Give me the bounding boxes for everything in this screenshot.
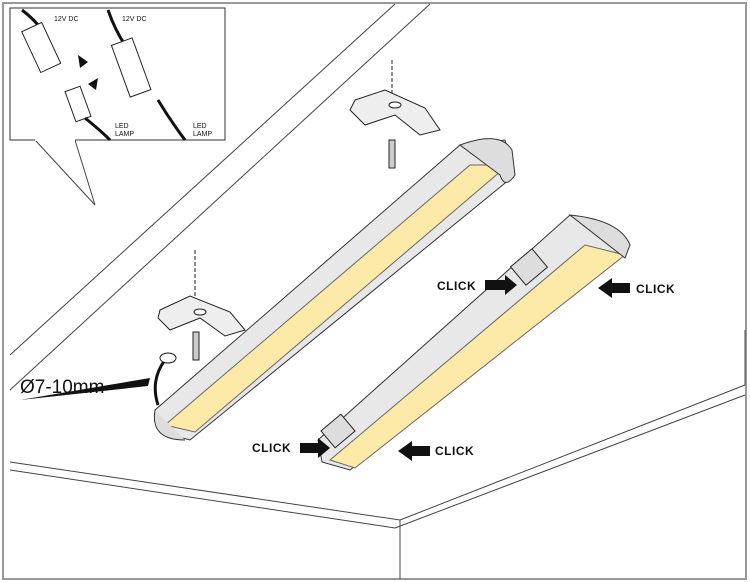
arrow-icon <box>485 275 517 295</box>
arrow-icon <box>398 441 430 461</box>
arrow-icon <box>598 278 630 298</box>
screw-icon <box>388 139 396 169</box>
cable-diameter-label: Ø7-10mm <box>20 377 104 398</box>
arrow-icon <box>300 438 330 458</box>
label-led-right-2: LAMP <box>193 131 212 138</box>
click-label-top-right: CLICK <box>636 282 675 296</box>
end-clip-top <box>509 248 549 286</box>
power-cable <box>153 359 167 406</box>
click-annotations: CLICK CLICK CLICK CLICK <box>252 275 675 461</box>
label-12v-dc-left: 12V DC <box>54 16 79 23</box>
end-clip-bottom <box>320 413 356 449</box>
label-led-left-1: LED <box>115 123 129 130</box>
ceiling-lines <box>9 3 746 579</box>
mounting-clip-left <box>157 250 246 361</box>
click-label-top-left: CLICK <box>437 279 476 293</box>
lamp-connector-icon <box>64 85 92 123</box>
mounting-clip-top <box>349 60 441 169</box>
diameter-arrow-icon <box>20 378 150 400</box>
label-led-right-1: LED <box>193 123 207 130</box>
led-lamp-left <box>153 138 516 441</box>
connector-inset: 12V DC 12V DC LED LAMP LED LAMP <box>9 7 226 206</box>
screw-icon <box>192 331 200 361</box>
label-12v-dc-right: 12V DC <box>122 16 147 23</box>
cable-hole <box>159 352 177 364</box>
arrow-icon <box>78 55 88 68</box>
joined-connector-icon <box>110 37 152 98</box>
click-label-bottom-right: CLICK <box>435 444 474 458</box>
click-label-bottom-left: CLICK <box>252 441 291 455</box>
dc-connector-icon <box>21 21 62 74</box>
led-lamp-right <box>317 214 631 471</box>
label-led-left-2: LAMP <box>115 131 134 138</box>
arrow-icon <box>88 78 98 90</box>
